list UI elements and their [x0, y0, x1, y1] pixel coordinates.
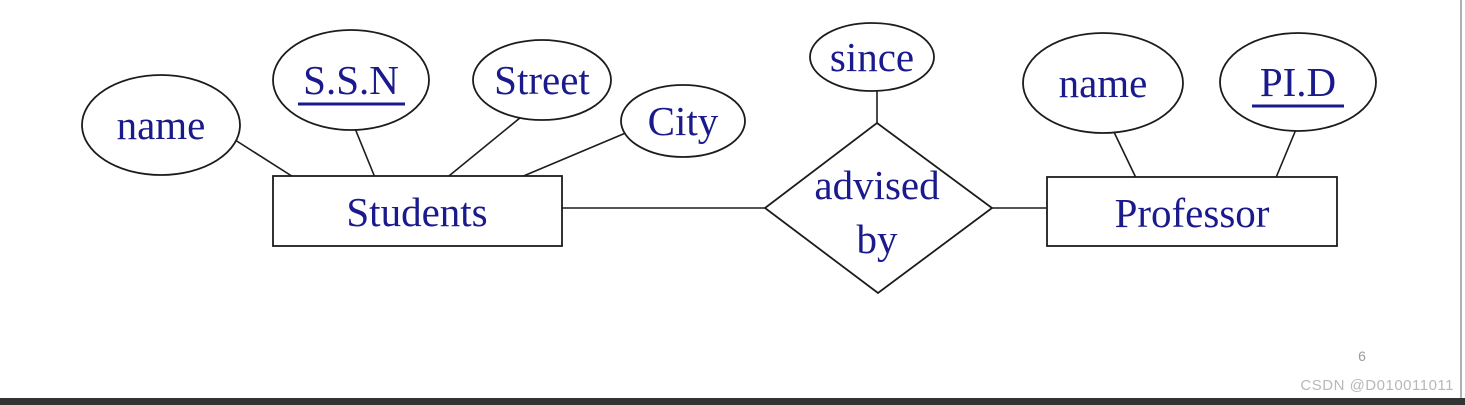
attribute-label: Street — [494, 57, 590, 103]
attribute-label: name — [117, 102, 206, 148]
attribute-ellipse — [809, 22, 935, 92]
attribute-student-name: name — [81, 74, 241, 176]
connector-name-students — [231, 137, 299, 181]
attribute-label: since — [830, 34, 914, 80]
attribute-label: City — [648, 98, 719, 144]
attribute-ellipse — [1022, 32, 1184, 134]
watermark-text: CSDN @D010011011 — [1300, 377, 1454, 394]
page-number: 6 — [1358, 348, 1366, 364]
attribute-label: S.S.N — [303, 57, 399, 103]
entity-students: Students — [272, 175, 563, 247]
attribute-ellipse — [81, 74, 241, 176]
connector-pid-professor — [1274, 126, 1298, 181]
relationship-label-line1: advised — [814, 162, 939, 208]
connector-street-students — [443, 112, 527, 181]
entity-label: Students — [346, 189, 487, 235]
attribute-label: PI.D — [1260, 59, 1336, 105]
relationship-diamond — [763, 121, 994, 295]
entity-label: Professor — [1115, 190, 1270, 236]
attribute-student-city: City — [620, 84, 746, 158]
relationship-label-line2: by — [857, 216, 899, 262]
bottom-bar — [0, 398, 1465, 405]
connector-city-students — [513, 131, 629, 181]
attribute-student-ssn: S.S.N — [272, 29, 430, 131]
attribute-student-street: Street — [472, 39, 612, 121]
attribute-ellipse — [472, 39, 612, 121]
attribute-ellipse — [620, 84, 746, 158]
attribute-professor-pid: PI.D — [1219, 32, 1377, 132]
entity-box — [272, 175, 563, 247]
attribute-since: since — [809, 22, 935, 92]
attribute-professor-name: name — [1022, 32, 1184, 134]
relationship-advised-by: advised by — [763, 121, 994, 295]
connector-ssn-students — [353, 125, 377, 181]
entity-box — [1046, 176, 1338, 247]
entity-professor: Professor — [1046, 176, 1338, 247]
connector-name-professor — [1112, 129, 1138, 181]
attribute-label: name — [1059, 60, 1148, 106]
slide-right-border — [1460, 0, 1462, 399]
